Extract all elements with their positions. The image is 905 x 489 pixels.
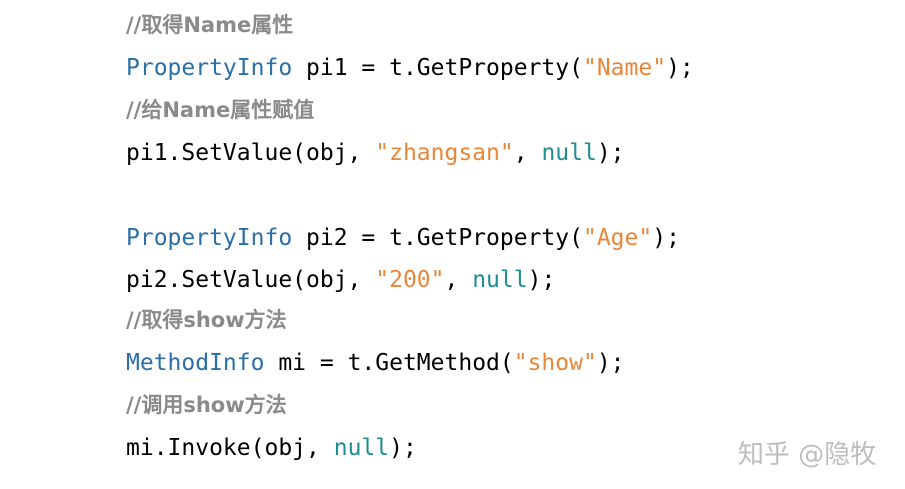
code-token: pi1.SetValue(obj, — [126, 140, 376, 166]
watermark: 知乎 @隐牧 — [738, 440, 877, 470]
code-token: ); — [596, 350, 625, 376]
code-token: , — [513, 140, 542, 166]
code-token: ); — [652, 225, 680, 251]
code-token: ); — [389, 435, 417, 461]
code-token: pi2 = t.GetProperty( — [292, 225, 583, 251]
string-token: "Name" — [582, 55, 667, 81]
type-token: PropertyInfo — [126, 55, 293, 81]
comment-token: //调用show方法 — [126, 393, 287, 417]
code-token: pi2.SetValue(obj, — [126, 267, 376, 293]
keyword-token: null — [541, 140, 597, 166]
type-token: MethodInfo — [126, 350, 265, 376]
type-token: PropertyInfo — [126, 225, 293, 251]
code-token: ); — [596, 140, 625, 166]
code-token: pi1 = t.GetProperty( — [292, 55, 583, 81]
code-line-8: MethodInfo mi = t.GetMethod("show"); — [126, 348, 625, 378]
comment-token: //给Name属性赋值 — [126, 98, 315, 122]
code-token: ); — [527, 267, 556, 293]
comment-token: //取得show方法 — [126, 308, 287, 332]
string-token: "200" — [375, 267, 445, 293]
code-token: , — [444, 267, 473, 293]
code-token: mi = t.GetMethod( — [264, 350, 514, 376]
string-token: "show" — [513, 350, 597, 376]
code-line-3: //给Name属性赋值 — [126, 95, 314, 125]
code-line-5: PropertyInfo pi2 = t.GetProperty("Age"); — [126, 223, 680, 253]
code-line-4: pi1.SetValue(obj, "zhangsan", null); — [126, 138, 625, 168]
code-line-9: //调用show方法 — [126, 390, 287, 420]
keyword-token: null — [333, 435, 390, 461]
string-token: "zhangsan" — [375, 140, 514, 166]
code-line-1: //取得Name属性 — [126, 10, 293, 40]
code-line-2: PropertyInfo pi1 = t.GetProperty("Name")… — [126, 53, 694, 83]
string-token: "Age" — [582, 225, 653, 251]
code-line-10: mi.Invoke(obj, null); — [126, 433, 417, 463]
comment-token: //取得Name属性 — [126, 13, 294, 37]
code-line-7: //取得show方法 — [126, 305, 287, 335]
code-token: mi.Invoke(obj, — [126, 435, 334, 461]
code-line-6: pi2.SetValue(obj, "200", null); — [126, 265, 555, 295]
code-token: ); — [666, 55, 694, 81]
keyword-token: null — [472, 267, 528, 293]
